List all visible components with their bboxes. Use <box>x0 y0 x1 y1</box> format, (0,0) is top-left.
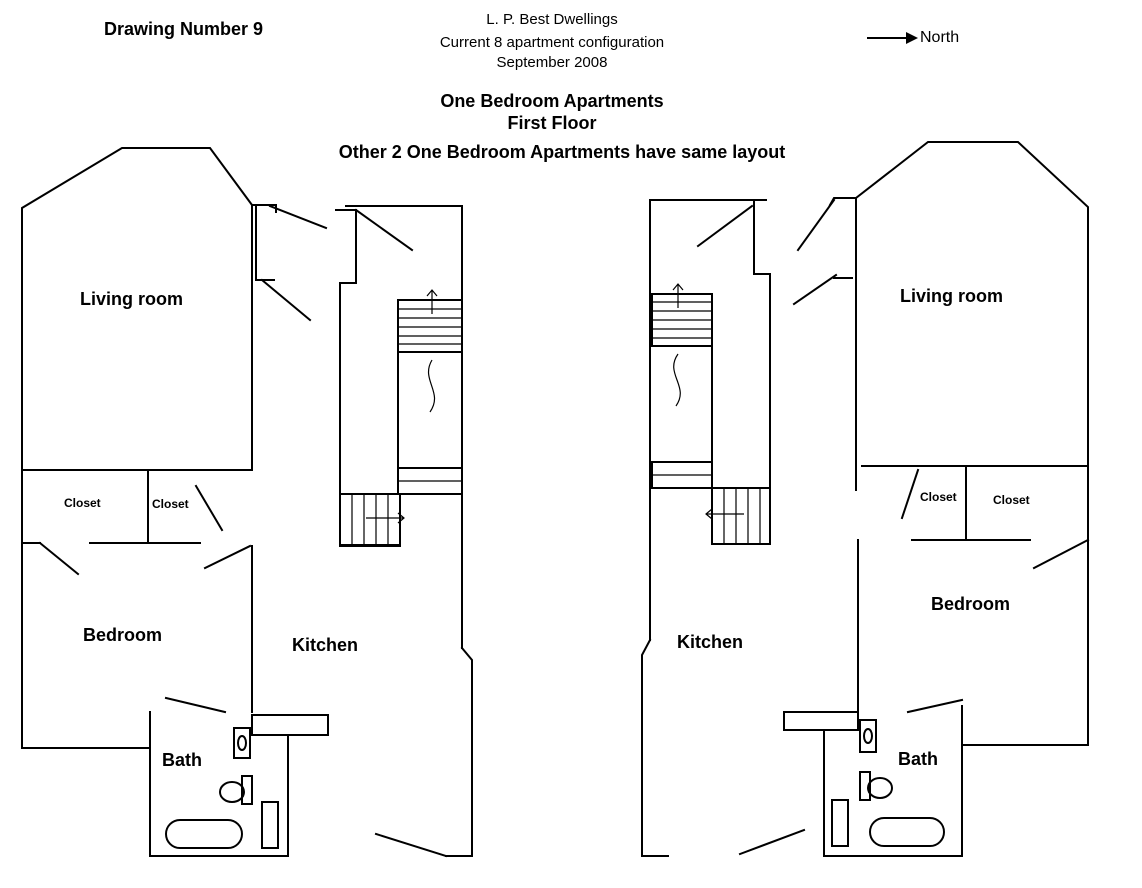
right-bath-label: Bath <box>898 749 938 769</box>
date-label: September 2008 <box>496 54 608 71</box>
right-kitchen-label: Kitchen <box>677 632 744 652</box>
left-bedroom-label: Bedroom <box>83 625 163 645</box>
company-name: L. P. Best Dwellings <box>486 11 618 28</box>
north-arrow-icon <box>867 32 918 44</box>
right-closet-1-label: Closet <box>920 490 957 504</box>
right-living-room-label: Living room <box>900 286 1003 306</box>
left-kitchen-label: Kitchen <box>292 635 359 655</box>
north-label: North <box>920 29 960 46</box>
drawing-number: Drawing Number 9 <box>104 19 264 39</box>
right-closet-2-label: Closet <box>993 493 1030 507</box>
title-line-1: One Bedroom Apartments <box>440 91 664 111</box>
title-line-3: Other 2 One Bedroom Apartments have same… <box>338 142 786 162</box>
left-bath-label: Bath <box>162 750 202 770</box>
left-apartment-walls <box>21 147 473 858</box>
left-closet-1-label: Closet <box>64 496 101 510</box>
configuration-label: Current 8 apartment configuration <box>439 34 665 51</box>
left-living-room-label: Living room <box>80 289 183 309</box>
right-apartment-walls <box>641 141 1090 857</box>
left-closet-2-label: Closet <box>152 497 189 511</box>
title-line-2: First Floor <box>507 113 597 133</box>
right-bedroom-label: Bedroom <box>931 594 1011 614</box>
